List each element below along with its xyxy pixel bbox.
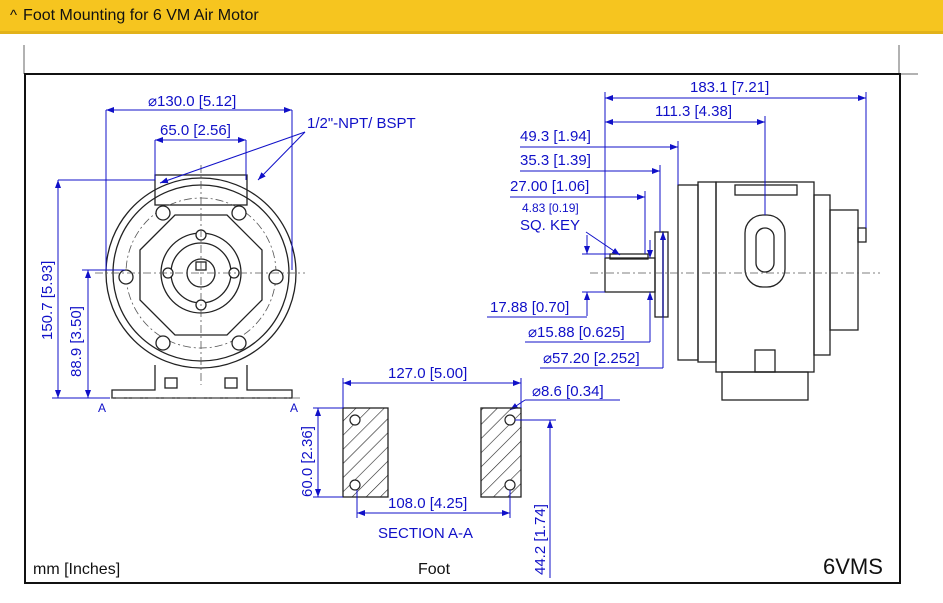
dim-key-height: 17.88 [0.70] — [490, 299, 569, 316]
dim-to-flange: 35.3 [1.39] — [520, 152, 591, 169]
dim-foot-depth: 60.0 [2.36] — [299, 426, 316, 497]
dim-shaft-height: 88.9 [3.50] — [68, 306, 85, 377]
accordion-title: Foot Mounting for 6 VM Air Motor — [23, 6, 259, 24]
dim-hole-spacing: 108.0 [4.25] — [388, 495, 467, 512]
accordion-header[interactable]: ^ Foot Mounting for 6 VM Air Motor — [0, 0, 943, 34]
dim-overall-length: 183.1 [7.21] — [690, 79, 769, 96]
key-label: SQ. KEY — [520, 217, 580, 234]
section-a-a — [342, 407, 522, 498]
dim-to-port: 111.3 [4.38] — [655, 103, 732, 120]
dim-bolt-circle: ⌀130.0 [5.12] — [148, 93, 236, 110]
side-view — [590, 181, 880, 401]
dim-pilot-dia: ⌀57.20 [2.252] — [543, 350, 640, 367]
model-label: 6VMS — [823, 554, 883, 579]
dim-shaft-length: 27.00 [1.06] — [510, 178, 589, 195]
front-view — [95, 165, 305, 399]
port-note: 1/2"-NPT/ BSPT — [307, 115, 416, 132]
units-note: mm [Inches] — [33, 561, 120, 578]
dim-hole-dia: ⌀8.6 [0.34] — [532, 383, 604, 400]
section-mark-right: A — [290, 401, 298, 415]
foot-label: Foot — [418, 561, 451, 578]
chevron-up-icon: ^ — [10, 7, 18, 24]
dim-foot-spacing: 127.0 [5.00] — [388, 365, 467, 382]
drawing-frame — [24, 73, 901, 584]
dim-overall-height: 150.7 [5.93] — [39, 261, 56, 340]
dim-port-spacing: 65.0 [2.56] — [160, 122, 231, 139]
key-size: 4.83 [0.19] — [522, 201, 579, 215]
dim-to-body: 49.3 [1.94] — [520, 128, 591, 145]
section-label: SECTION A-A — [378, 525, 473, 542]
dim-hole-offset: 44.2 [1.74] — [532, 504, 549, 575]
section-mark-left: A — [98, 401, 106, 415]
dim-shaft-dia: ⌀15.88 [0.625] — [528, 324, 625, 341]
